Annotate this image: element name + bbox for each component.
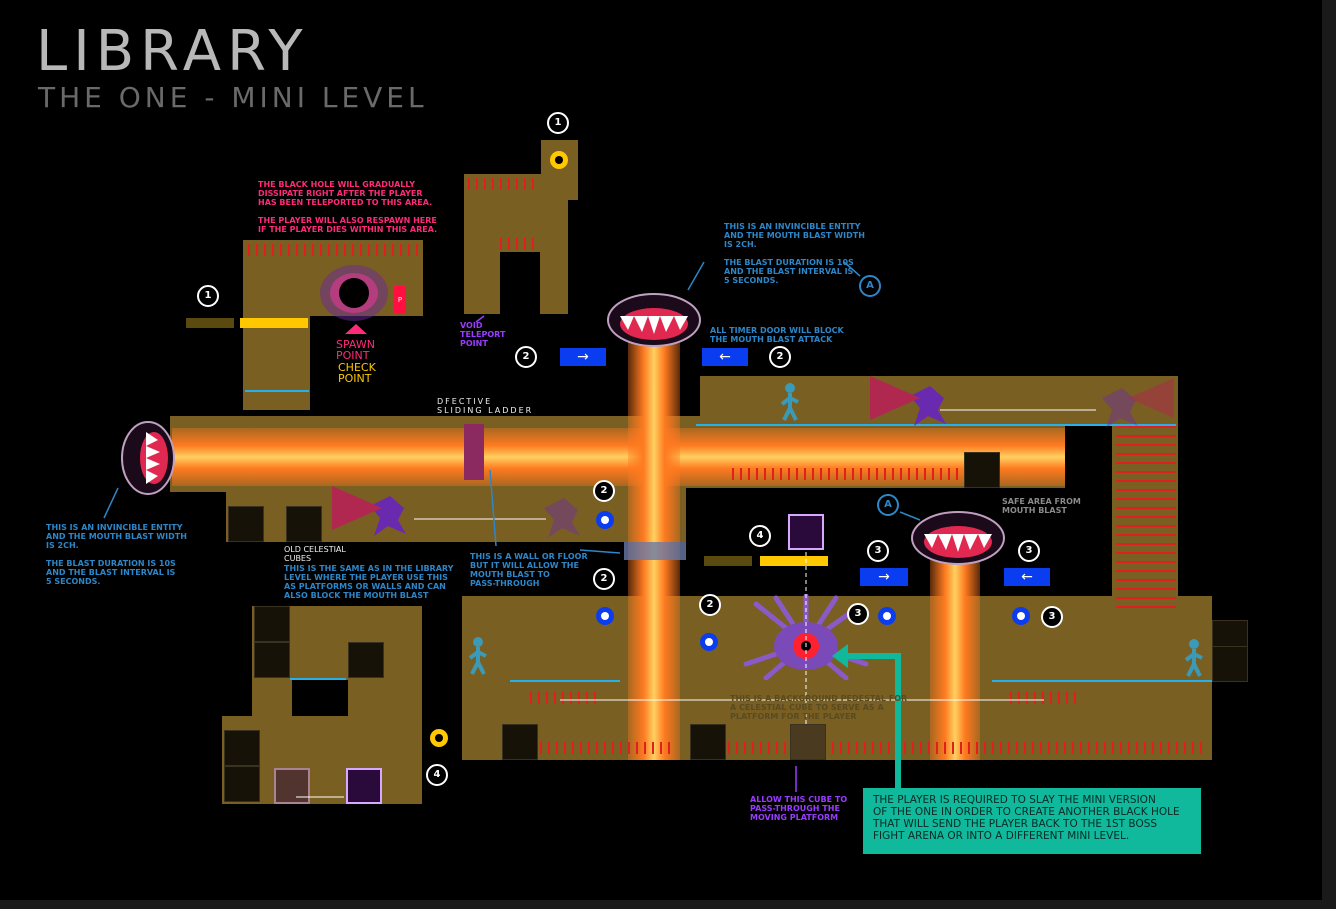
- marker-3: 3: [1018, 540, 1040, 562]
- note-invincible-top: THIS IS AN INVINCIBLE ENTITY AND THE MOU…: [724, 222, 865, 285]
- marker-a: A: [877, 494, 899, 516]
- marker-4: 4: [749, 525, 771, 547]
- marker-2: 2: [769, 346, 791, 368]
- callout-line: FIGHT ARENA OR INTO A DIFFERENT MINI LEV…: [873, 830, 1191, 842]
- marker-2: 2: [593, 480, 615, 502]
- objective-callout: THE PLAYER IS REQUIRED TO SLAY THE MINI …: [863, 788, 1201, 854]
- note-void-teleport: VOID TELEPORT POINT: [460, 321, 505, 348]
- page-subtitle: THE ONE - MINI LEVEL: [38, 82, 428, 114]
- note-wall-floor: THIS IS A WALL OR FLOOR BUT IT WILL ALLO…: [470, 552, 588, 588]
- page-title: LIBRARY: [36, 20, 309, 84]
- callout-line: THAT WILL SEND THE PLAYER BACK TO THE 1S…: [873, 818, 1191, 830]
- marker-2: 2: [699, 594, 721, 616]
- marker-4: 4: [426, 764, 448, 786]
- note-celestial-title: OLD CELESTIAL CUBES: [284, 545, 346, 563]
- marker-3: 3: [1041, 606, 1063, 628]
- note-spawn-point: SPAWN POINT: [336, 339, 375, 361]
- note-black-hole: THE BLACK HOLE WILL GRADUALLY DISSIPATE …: [258, 180, 437, 234]
- callout-line: THE PLAYER IS REQUIRED TO SLAY THE MINI …: [873, 794, 1191, 806]
- note-safe-area: SAFE AREA FROM MOUTH BLAST: [1002, 497, 1081, 515]
- marker-1: 1: [547, 112, 569, 134]
- note-invincible-left: THIS IS AN INVINCIBLE ENTITY AND THE MOU…: [46, 523, 187, 586]
- marker-2: 2: [515, 346, 537, 368]
- note-timer-door: ALL TIMER DOOR WILL BLOCK THE MOUTH BLAS…: [710, 326, 844, 344]
- note-allow-cube: ALLOW THIS CUBE TO PASS-THROUGH THE MOVI…: [750, 795, 847, 822]
- window-bottom-strip: [0, 900, 1336, 909]
- marker-3: 3: [847, 603, 869, 625]
- marker-2: 2: [593, 568, 615, 590]
- marker-3: 3: [867, 540, 889, 562]
- window-scrollbar[interactable]: [1322, 0, 1336, 909]
- marker-1: 1: [197, 285, 219, 307]
- note-celestial-body: THIS IS THE SAME AS IN THE LIBRARY LEVEL…: [284, 564, 453, 600]
- note-sliding-ladder: DFECTIVE SLIDING LADDER: [437, 397, 533, 415]
- callout-line: OF THE ONE IN ORDER TO CREATE ANOTHER BL…: [873, 806, 1191, 818]
- note-check-point: CHECK POINT: [338, 362, 376, 384]
- note-pedestal: THIS IS A BACKGROUND PEDESTAL FOR A CELE…: [730, 694, 907, 721]
